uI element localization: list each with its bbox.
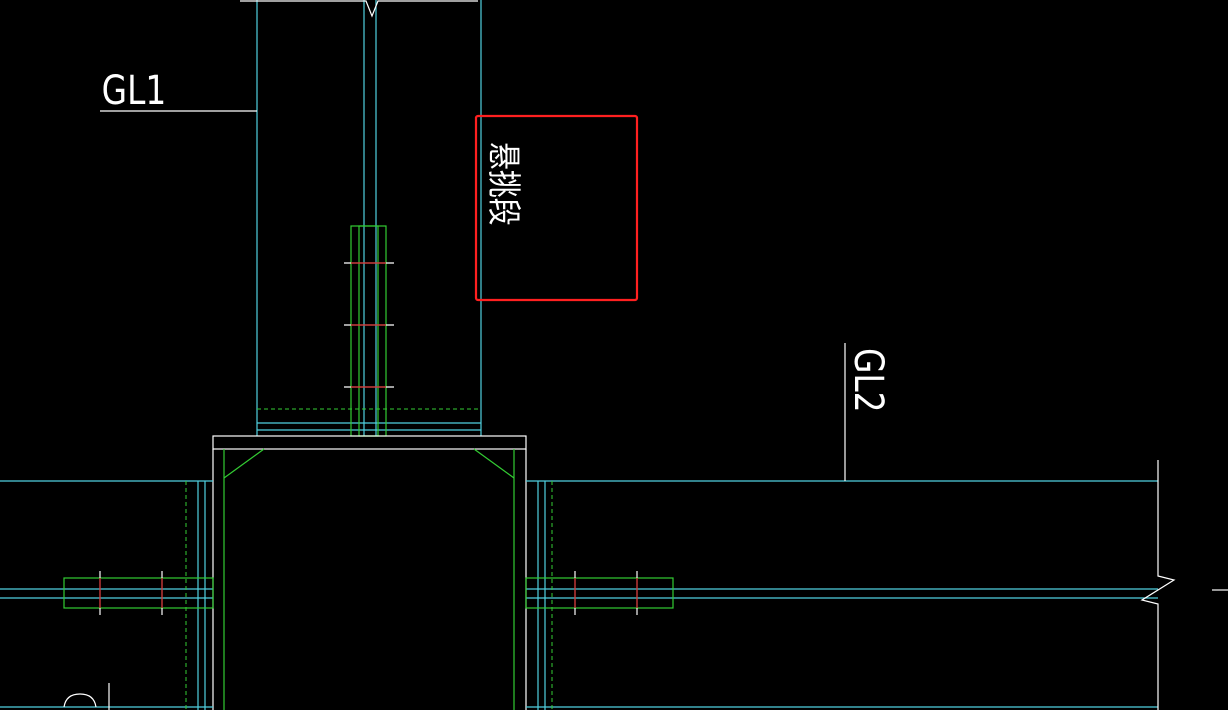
gl2-break-symbol (1140, 460, 1228, 710)
gl2-beam (526, 480, 1158, 710)
cantilever-label: 悬挑段 (483, 142, 522, 226)
bottom-left-fragments (63, 683, 110, 710)
left-splice-bolts (99, 571, 163, 615)
right-splice-bolts (574, 571, 638, 615)
vertical-splice-plate (350, 225, 387, 437)
vertical-splice-bolts (344, 262, 394, 388)
cantilever-highlight-box (474, 114, 639, 302)
box-column (212, 448, 527, 710)
column-cap-plate (212, 435, 527, 450)
left-splice-plate (63, 577, 214, 609)
gl1-beam (256, 0, 482, 436)
gl1-break-symbol (240, 0, 478, 18)
gl2-label: GL2 (845, 348, 892, 413)
gl1-label: GL1 (102, 67, 167, 114)
right-splice-plate (525, 577, 674, 609)
left-beam (0, 480, 213, 710)
